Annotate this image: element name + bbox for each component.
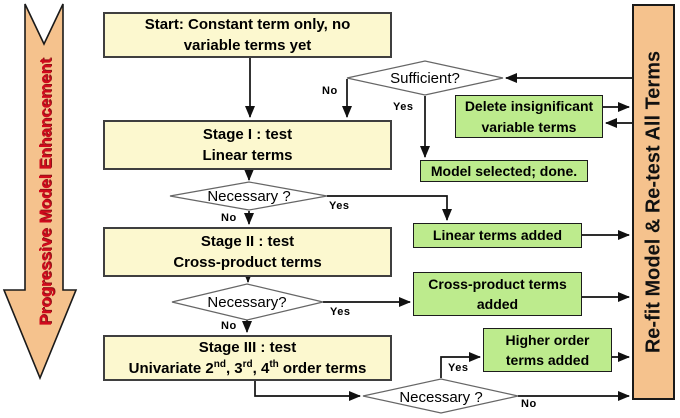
label-no-sufficient: No: [322, 85, 338, 97]
label-no-necessary3: No: [521, 398, 537, 410]
stage1-box-line2: Linear terms: [202, 147, 293, 164]
stage2-box-line2: Cross-product terms: [173, 254, 322, 271]
higher-added-line2: terms added: [505, 352, 590, 368]
stage3-box-line1: Stage III : test: [198, 338, 297, 356]
stage1-box-line1: Stage I : test: [202, 125, 293, 143]
delete-terms-line2: variable terms: [481, 118, 577, 135]
higher-added-line1: Higher order: [505, 331, 590, 348]
label-yes-sufficient: Yes: [393, 101, 414, 113]
necessary2-diamond-label: Necessary?: [207, 294, 287, 311]
edge-necessary3-yes-to-higher-added: [440, 352, 481, 378]
decision-diamond-sufficient: [346, 60, 504, 96]
progressive-enhancement-arrow-shape: [2, 3, 78, 381]
stage1-box: Stage I : test Linear terms: [103, 120, 392, 170]
necessary3-diamond-label: Necessary ?: [399, 389, 483, 406]
necessary1-diamond-label: Necessary ?: [207, 188, 291, 205]
decision-diamond-necessary1: [169, 181, 328, 211]
cross-added-line1: Cross-product terms: [428, 275, 567, 292]
stage2-box-line1: Stage II : test: [200, 232, 295, 250]
delete-terms-box: Delete insignificant variable terms: [455, 95, 603, 138]
model-selected-label: Model selected; done.: [430, 162, 578, 179]
edge-necessary1-yes-to-linear-added: [327, 195, 452, 221]
start-box-line2: variable terms yet: [183, 37, 312, 54]
progressive-enhancement-banner-label: Progressive Model Enhancement: [36, 58, 55, 326]
linear-added-label: Linear terms added: [432, 227, 563, 244]
refit-retest-bar-label: Re-fit Model & Re-test All Terms: [642, 50, 664, 354]
label-yes-necessary1: Yes: [329, 200, 350, 212]
start-box-line1: Start: Constant term only, no: [144, 15, 351, 33]
start-box: Start: Constant term only, no variable t…: [103, 12, 392, 58]
decision-diamond-necessary3: [362, 378, 519, 414]
cross-added-box: Cross-product terms added: [413, 272, 582, 316]
edge-stage3-to-necessary3: [254, 381, 361, 401]
delete-terms-line1: Delete insignificant: [464, 98, 594, 115]
higher-added-box: Higher order terms added: [483, 328, 612, 372]
stage3-box: Stage III : test Univariate 2nd, 3rd, 4t…: [103, 335, 392, 381]
label-no-necessary1: No: [221, 212, 237, 224]
sufficient-diamond-label: Sufficient?: [390, 70, 460, 87]
stage2-box: Stage II : test Cross-product terms: [103, 227, 392, 277]
refit-retest-bar: Re-fit Model & Re-test All Terms: [632, 4, 675, 400]
stage3-box-line2: Univariate 2nd, 3rd, 4th order terms: [128, 359, 367, 378]
model-selected-box: Model selected; done.: [420, 160, 588, 182]
label-yes-necessary2: Yes: [330, 306, 351, 318]
cross-added-line2: added: [476, 296, 519, 312]
label-yes-necessary3: Yes: [448, 362, 469, 374]
linear-added-box: Linear terms added: [413, 223, 582, 248]
decision-diamond-necessary2: [171, 283, 324, 321]
label-no-necessary2: No: [221, 320, 237, 332]
